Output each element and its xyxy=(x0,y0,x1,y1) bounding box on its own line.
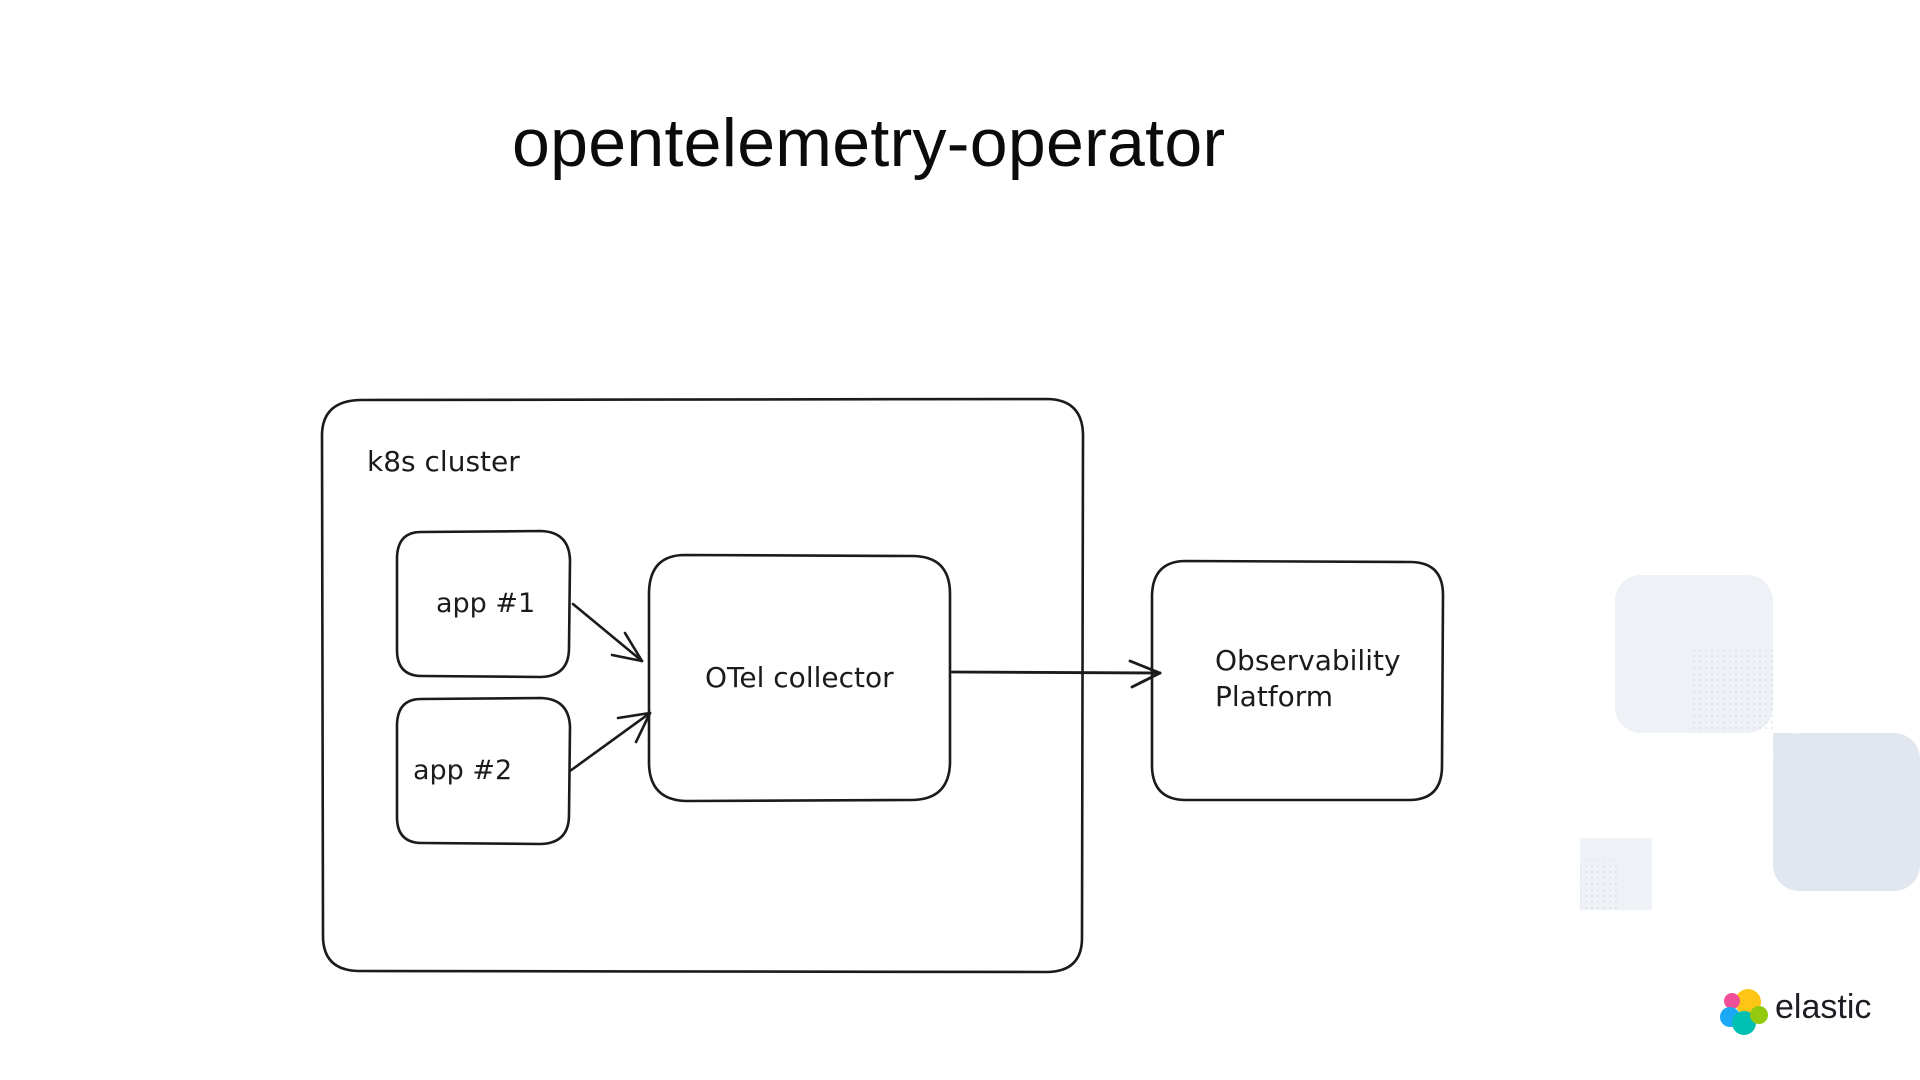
k8s-cluster-box xyxy=(320,397,1085,974)
app1-box xyxy=(395,529,572,679)
observability-platform-label-line2: Platform xyxy=(1215,680,1333,713)
observability-platform-label-line1: Observability xyxy=(1215,644,1401,677)
observability-platform-box xyxy=(1150,559,1445,802)
otel-collector-label: OTel collector xyxy=(705,661,894,694)
elastic-logo-text: elastic xyxy=(1775,988,1872,1026)
arrow-collector-to-platform xyxy=(950,659,1162,689)
arrow-app1-to-collector xyxy=(571,602,644,663)
background-decor xyxy=(1580,575,1920,910)
app1-label: app #1 xyxy=(436,588,535,619)
arrow-app2-to-collector xyxy=(568,711,652,773)
app2-box xyxy=(395,696,572,846)
elastic-logo-icon xyxy=(1720,989,1768,1035)
app2-label: app #2 xyxy=(413,755,512,786)
otel-collector-box xyxy=(647,553,952,803)
slide-title: opentelemetry-operator xyxy=(512,105,1226,181)
k8s-cluster-label: k8s cluster xyxy=(367,445,520,478)
